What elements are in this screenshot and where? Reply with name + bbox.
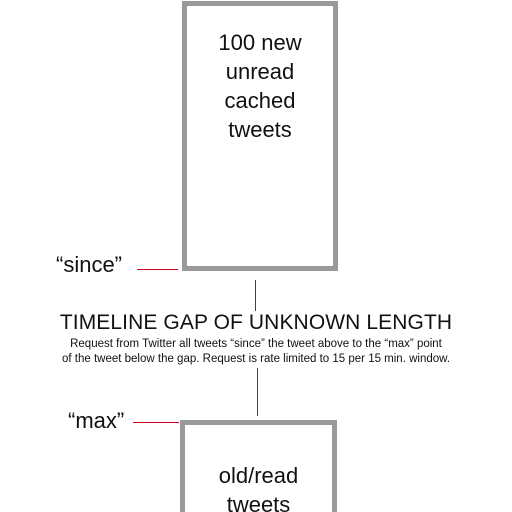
gap-description: Request from Twitter all tweets “since” …: [61, 338, 451, 365]
since-connector-line: [137, 269, 178, 270]
new-tweets-box: 100 new unread cached tweets: [182, 1, 338, 271]
max-connector-line: [133, 422, 179, 423]
old-tweets-box: old/read tweets: [180, 420, 337, 512]
new-tweets-label: 100 new unread cached tweets: [218, 30, 302, 142]
max-marker-label: “max”: [68, 408, 125, 433]
gap-connector-bottom: [257, 368, 258, 416]
gap-connector-top: [255, 280, 256, 311]
since-marker-label: “since”: [56, 252, 123, 277]
old-tweets-label: old/read tweets: [218, 463, 299, 512]
gap-title: TIMELINE GAP OF UNKNOWN LENGTH: [59, 311, 453, 334]
